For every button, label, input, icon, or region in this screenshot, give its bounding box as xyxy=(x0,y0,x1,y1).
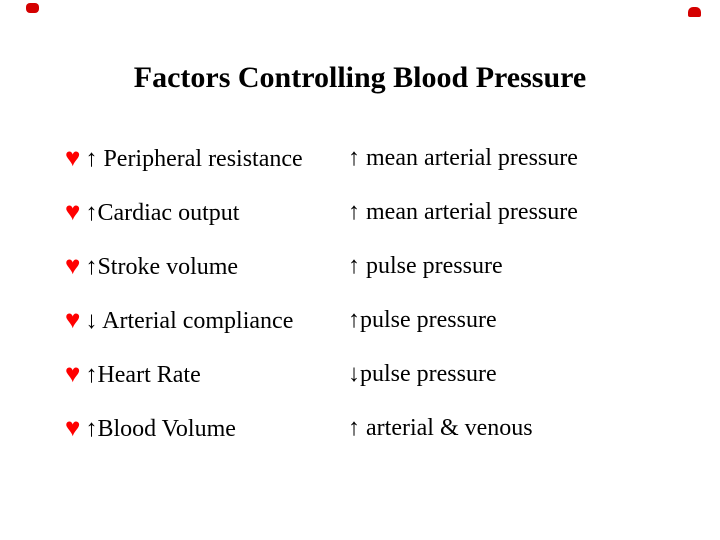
heart-icon: ♥ xyxy=(65,359,81,388)
factor-arrow-icon: ↑ xyxy=(85,416,98,442)
factor-label: Heart Rate xyxy=(97,362,201,388)
effect-cell: ↑pulse pressure xyxy=(348,304,497,336)
top-right-corner-decoration xyxy=(688,7,701,17)
effect-label: mean arterial pressure xyxy=(360,145,578,171)
factor-arrow-icon: ↑ xyxy=(85,254,98,280)
factor-cell: ♥↑Stroke volume xyxy=(65,250,238,283)
effect-arrow-icon: ↑ xyxy=(348,199,360,225)
factor-label: Cardiac output xyxy=(97,200,240,226)
factor-cell: ♥↑Blood Volume xyxy=(65,412,236,445)
heart-icon: ♥ xyxy=(65,251,81,280)
slide-title: Factors Controlling Blood Pressure xyxy=(133,61,587,94)
effect-label: pulse pressure xyxy=(360,253,503,279)
top-left-corner-decoration xyxy=(26,3,39,13)
factor-row: ♥↑Stroke volume ↑ pulse pressure xyxy=(0,250,720,304)
effect-label: mean arterial pressure xyxy=(360,199,578,225)
effect-cell: ↑ mean arterial pressure xyxy=(348,142,578,174)
factor-row: ♥↑Blood Volume ↑ arterial & venous xyxy=(0,412,720,466)
factor-arrow-icon: ↑ xyxy=(85,146,98,172)
factor-row: ♥↑Cardiac output ↑ mean arterial pressur… xyxy=(0,196,720,250)
effect-arrow-icon: ↑ xyxy=(348,253,360,279)
effect-cell: ↑ arterial & venous xyxy=(348,412,533,444)
factor-arrow-icon: ↓ xyxy=(85,308,98,334)
factor-arrow-icon: ↑ xyxy=(85,200,98,226)
factor-label: Stroke volume xyxy=(97,254,239,280)
effect-arrow-icon: ↑ xyxy=(348,415,360,441)
heart-icon: ♥ xyxy=(65,413,81,442)
heart-icon: ♥ xyxy=(65,143,81,172)
factor-label: Arterial compliance xyxy=(97,308,294,334)
factor-label: Blood Volume xyxy=(97,416,236,442)
effect-cell: ↑ pulse pressure xyxy=(348,250,503,282)
effect-label: arterial & venous xyxy=(360,415,533,441)
effect-cell: ↑ mean arterial pressure xyxy=(348,196,578,228)
effect-arrow-icon: ↑ xyxy=(348,307,360,333)
heart-icon: ♥ xyxy=(65,197,81,226)
factor-cell: ♥↑Cardiac output xyxy=(65,196,239,229)
factor-row: ♥↑Heart Rate ↓pulse pressure xyxy=(0,358,720,412)
factor-cell: ♥↓ Arterial compliance xyxy=(65,304,293,337)
effect-cell: ↓pulse pressure xyxy=(348,358,497,390)
factor-label: Peripheral resistance xyxy=(97,146,303,172)
factor-row: ♥↓ Arterial compliance ↑pulse pressure xyxy=(0,304,720,358)
effect-arrow-icon: ↓ xyxy=(348,361,360,387)
heart-icon: ♥ xyxy=(65,305,81,334)
effect-label: pulse pressure xyxy=(360,307,497,333)
effect-arrow-icon: ↑ xyxy=(348,145,360,171)
factor-arrow-icon: ↑ xyxy=(85,362,98,388)
factor-row: ♥↑ Peripheral resistance ↑ mean arterial… xyxy=(0,142,720,196)
effect-label: pulse pressure xyxy=(360,361,497,387)
factor-cell: ♥↑ Peripheral resistance xyxy=(65,142,303,175)
factor-cell: ♥↑Heart Rate xyxy=(65,358,201,391)
